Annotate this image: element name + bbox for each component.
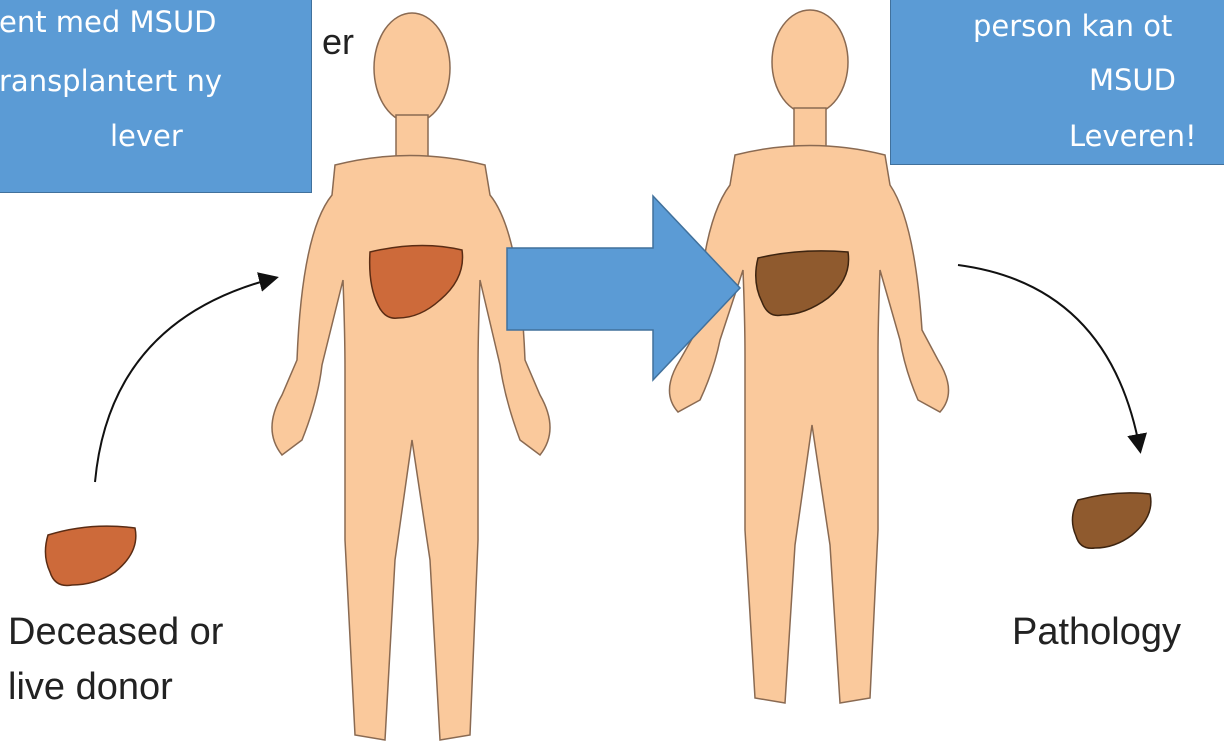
- recipient-body-figure: [272, 13, 550, 740]
- right-callout: person kan ot MSUD Leveren!: [890, 0, 1224, 165]
- donor-label-line-2: live donor: [8, 665, 173, 709]
- right-callout-line-2: MSUD: [1089, 61, 1176, 99]
- donor-label-line-1: Deceased or: [8, 610, 223, 654]
- recipient-to-pathology-arrow: [958, 265, 1140, 450]
- left-callout-line-1: ent med MSUD: [0, 3, 217, 41]
- explanted-liver: [1072, 493, 1150, 548]
- left-callout-line-2: ransplantert ny: [0, 62, 222, 100]
- right-callout-line-3: Leveren!: [1069, 117, 1197, 155]
- right-callout-line-1: person kan ot: [973, 7, 1172, 45]
- pathology-label: Pathology: [1012, 610, 1181, 654]
- donor-to-recipient-arrow: [95, 278, 275, 482]
- left-callout: ent med MSUD ransplantert ny lever: [0, 0, 312, 193]
- donor-liver: [45, 526, 135, 585]
- left-callout-line-3: lever: [110, 117, 183, 155]
- top-fragment-label: er: [322, 20, 354, 64]
